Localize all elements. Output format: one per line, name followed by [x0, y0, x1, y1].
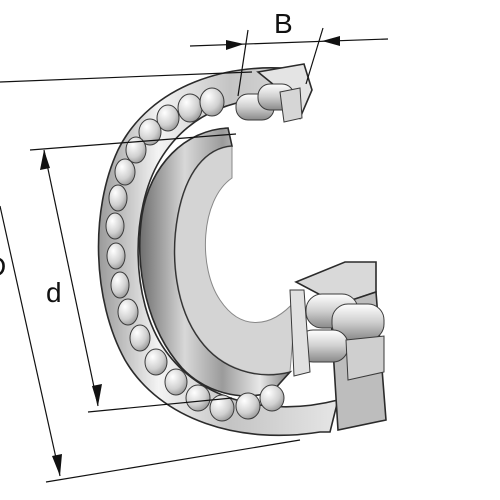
roller [108, 184, 128, 212]
roller [259, 384, 285, 412]
dimension-label-bore: d [46, 277, 62, 308]
roller [110, 271, 130, 299]
roller [164, 368, 188, 396]
roller [106, 242, 126, 270]
roller [235, 392, 261, 420]
roller [117, 298, 139, 326]
roller [209, 394, 235, 422]
top-section [235, 83, 303, 123]
dimension-label-outer: D [0, 251, 6, 282]
roller [125, 136, 147, 164]
roller [114, 158, 136, 186]
roller [129, 324, 151, 352]
roller [185, 384, 211, 412]
roller [156, 104, 180, 132]
dimension-bore: d [29, 133, 237, 413]
roller [138, 118, 162, 146]
roller [105, 212, 125, 240]
dimension-outer: D [0, 71, 301, 483]
roller [199, 87, 225, 117]
roller [144, 348, 168, 376]
dimension-width: B [189, 8, 389, 97]
roller [177, 93, 203, 123]
dimension-label-width: B [274, 8, 293, 39]
bottom-section [289, 289, 385, 381]
roller-row [105, 87, 285, 422]
